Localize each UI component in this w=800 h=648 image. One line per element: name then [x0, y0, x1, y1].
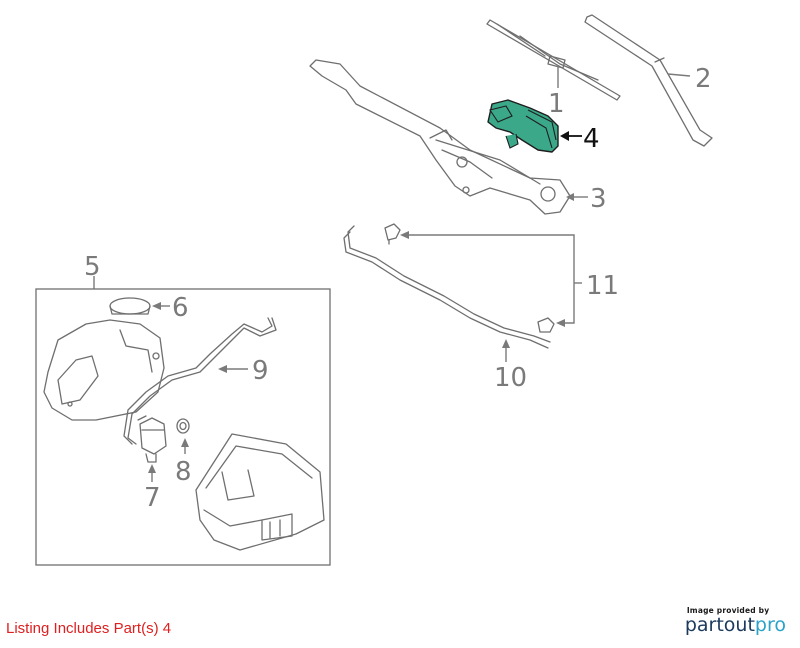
arrow-3 [566, 193, 574, 201]
reservoir-bracket [195, 433, 325, 551]
brand-tagline: Image provided by [686, 606, 770, 615]
arrow-4 [560, 131, 569, 141]
callout-4: 4 [583, 124, 600, 154]
wiper-motor-part-4 [487, 99, 559, 153]
arrow-9 [218, 365, 227, 373]
brand-name: partoutpro [685, 615, 786, 635]
wiper-linkage-part-3 [309, 59, 571, 215]
grommet-part-8 [176, 418, 190, 434]
brand-name-part1: partout [684, 614, 755, 636]
arrow-6 [152, 302, 161, 310]
washer-reservoir [43, 319, 165, 421]
brand-logo: Image provided by partoutpro [685, 606, 786, 635]
washer-hose-part-9 [123, 317, 277, 445]
washer-nozzle-upper [384, 223, 401, 245]
arrow-7 [148, 464, 156, 473]
arrow-10 [502, 339, 510, 348]
washer-hose-part-10 [343, 225, 551, 349]
callout-11: 11 [586, 271, 619, 301]
reservoir-group-box [35, 288, 331, 566]
arrow-8 [181, 438, 189, 447]
wiper-arm-part-2 [584, 14, 713, 147]
callout-5: 5 [84, 252, 101, 282]
arrow-11-lower [556, 319, 565, 327]
washer-pump-part-7 [137, 415, 167, 463]
washer-nozzle-lower [537, 317, 555, 333]
callout-8: 8 [175, 457, 192, 487]
brand-name-part2: pro [754, 614, 786, 636]
callout-1: 1 [548, 89, 565, 119]
callout-9: 9 [252, 356, 269, 386]
wiper-blade-part-1 [486, 19, 621, 101]
callout-2: 2 [695, 64, 712, 94]
callout-3: 3 [590, 184, 607, 214]
reservoir-cap-part-6 [109, 297, 151, 315]
arrow-11-upper [400, 231, 409, 239]
listing-note: Listing Includes Part(s) 4 [6, 620, 172, 637]
callout-6: 6 [172, 293, 189, 323]
callout-10: 10 [494, 363, 527, 393]
leader-11 [404, 234, 575, 324]
leader-2 [667, 73, 691, 77]
callout-7: 7 [144, 483, 161, 513]
